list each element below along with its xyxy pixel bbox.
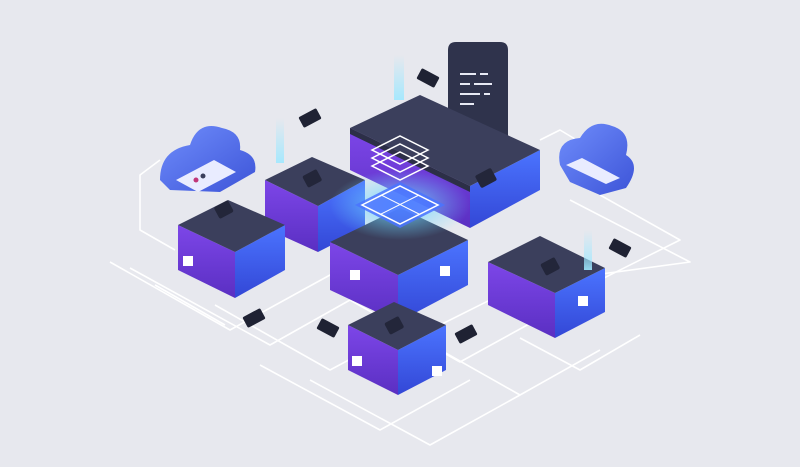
server-block-left xyxy=(178,200,285,298)
processor-chip-icon xyxy=(475,168,497,188)
light-beams xyxy=(276,55,592,270)
layer-stack-icon xyxy=(370,135,430,181)
server-block-front xyxy=(348,302,446,395)
code-tag-icons xyxy=(242,68,632,344)
server-block-right xyxy=(488,236,605,338)
blueprint-icon xyxy=(330,170,470,240)
cloud-icon-right xyxy=(559,123,634,195)
cloud-icon-left xyxy=(160,126,256,192)
